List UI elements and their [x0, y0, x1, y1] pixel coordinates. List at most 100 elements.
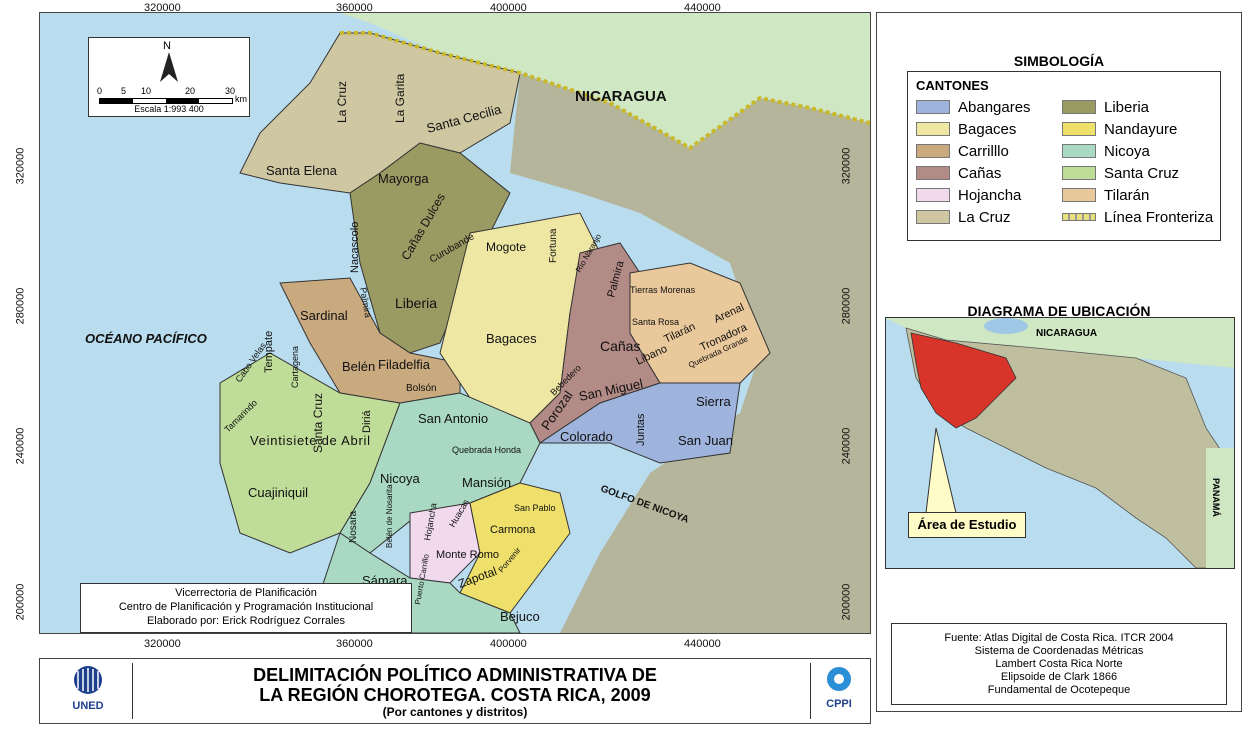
- district-san-antonio: San Antonio: [418, 411, 488, 426]
- legend-item-hojancha: Hojancha: [916, 184, 1031, 206]
- border-line-swatch: [1062, 213, 1096, 221]
- canton-hojancha: [409, 502, 481, 584]
- district-mansion: Mansión: [462, 475, 511, 490]
- district-carmona: Carmona: [490, 524, 536, 536]
- coord-left-4: 200000: [14, 583, 27, 621]
- district-diria: Diriá: [361, 410, 373, 433]
- credit-line-1: Vicerrectoria de Planificación: [175, 587, 317, 599]
- legend-title: SIMBOLOGÍA: [1013, 53, 1105, 69]
- label-pacific: OCÉANO PACÍFICO: [85, 331, 207, 346]
- legend-item-santa-cruz: Santa Cruz: [1062, 162, 1213, 184]
- coord-top-4: 440000: [684, 2, 721, 14]
- legend-item-bagaces: Bagaces: [916, 118, 1031, 140]
- district-cuajiniquil: Cuajiniquil: [248, 485, 308, 500]
- legend-swatch: [916, 122, 950, 136]
- legend-item-liberia: Liberia: [1062, 96, 1213, 118]
- district-juntas: Juntas: [635, 413, 647, 446]
- coord-bottom-4: 440000: [684, 638, 721, 650]
- district-belen: Belén: [342, 359, 375, 374]
- district-nosara: Nosara: [348, 510, 359, 543]
- legend-swatch: [916, 210, 950, 224]
- district-bolson: Bolsón: [406, 383, 437, 394]
- title-bar: UNED DELIMITACIÓN POLÍTICO ADMINISTRATIV…: [39, 658, 871, 724]
- legend-col-right: Liberia Nandayure Nicoya Santa Cruz Tila…: [1062, 96, 1213, 228]
- district-san-pablo: San Pablo: [514, 503, 556, 513]
- credit-line-3: Elaborado por: Erick Rodríguez Corrales: [146, 615, 346, 627]
- location-nicaragua: [886, 318, 1234, 368]
- location-panama-label-p: PANAMÁ: [1211, 478, 1221, 517]
- credit-line-2: Centro de Planificación y Programación I…: [118, 601, 374, 613]
- scale-box: N 0 5 10 20 30 km Escala 1:993 400: [88, 37, 250, 117]
- legend-item-la-cruz: La Cruz: [916, 206, 1031, 228]
- coord-right-2: 280000: [840, 287, 853, 325]
- district-monte-romo: Monte Romo: [436, 549, 499, 561]
- costa-rica-interior: [510, 73, 870, 633]
- legend-box: CANTONES Abangares Bagaces Carrilllo Cañ…: [907, 71, 1221, 241]
- legend-item-abangares: Abangares: [916, 96, 1031, 118]
- border-line: [340, 31, 870, 151]
- label-nicaragua: NICARAGUA: [575, 88, 667, 105]
- district-nicoya: Nicoya: [380, 471, 421, 486]
- district-sardinal: Sardinal: [300, 308, 348, 323]
- location-lake: [984, 318, 1028, 334]
- coord-right-4: 200000: [840, 583, 853, 621]
- scale-text: Escala 1:993 400: [134, 104, 204, 114]
- district-tempate: Tempate: [263, 331, 275, 373]
- legend-swatch: [1062, 188, 1096, 202]
- title-line-2: LA REGIÓN CHOROTEGA. COSTA RICA, 2009: [259, 685, 651, 705]
- legend-item-tilaran: Tilarán: [1062, 184, 1213, 206]
- district-nacascolo: Nacascolo: [349, 222, 361, 273]
- location-nicaragua-label: NICARAGUA: [1036, 328, 1097, 339]
- title-line-3: (Por cantones y distritos): [382, 705, 528, 719]
- coord-right-3: 240000: [840, 427, 853, 465]
- coord-right-1: 320000: [840, 147, 853, 185]
- source-line-2: Sistema de Coordenadas Métricas: [974, 645, 1144, 657]
- district-fortuna: Fortuna: [548, 228, 559, 263]
- district-tierras-morenas: Tierras Morenas: [630, 285, 696, 295]
- coord-bottom-2: 360000: [336, 638, 373, 650]
- cppi-logo-icon: [827, 667, 851, 691]
- source-line-4: Elipsoide de Clark 1866: [1000, 671, 1118, 683]
- scale-bar: [99, 98, 233, 104]
- right-panel: SIMBOLOGÍA CANTONES Abangares Bagaces Ca…: [876, 12, 1242, 712]
- north-arrow-icon: [160, 52, 178, 82]
- location-panama: [1206, 448, 1234, 568]
- location-title: DIAGRAMA DE UBICACIÓN: [967, 303, 1151, 319]
- district-quebrada-honda: Quebrada Honda: [452, 445, 521, 455]
- district-la-garita: La Garita: [393, 73, 407, 123]
- north-label: N: [163, 40, 171, 52]
- coord-left-2: 280000: [14, 287, 27, 325]
- source-line-3: Lambert Costa Rica Norte: [995, 658, 1123, 670]
- district-colorado: Colorado: [560, 429, 613, 444]
- district-bagaces: Bagaces: [486, 331, 537, 346]
- legend-item-canas: Cañas: [916, 162, 1031, 184]
- source-line-1: Fuente: Atlas Digital de Costa Rica. ITC…: [944, 632, 1174, 644]
- uned-logo-icon: [74, 666, 102, 694]
- map-frame: NICARAGUA OCÉANO PACÍFICO GOLFO DE NICOY…: [39, 12, 871, 634]
- district-sierra: Sierra: [696, 394, 731, 409]
- coord-bottom-3: 400000: [490, 638, 527, 650]
- uned-logo: UNED: [44, 663, 133, 719]
- district-liberia: Liberia: [395, 295, 437, 311]
- legend-item-border-line: Línea Fronteriza: [1062, 206, 1213, 228]
- district-bejuco: Bejuco: [500, 609, 540, 624]
- location-study-area: [910, 332, 1017, 429]
- legend-swatch: [916, 100, 950, 114]
- legend-item-nandayure: Nandayure: [1062, 118, 1213, 140]
- legend-item-nicoya: Nicoya: [1062, 140, 1213, 162]
- cppi-logo-text: CPPI: [826, 698, 852, 710]
- legend-swatch: [1062, 100, 1096, 114]
- nicaragua-area: [340, 13, 870, 148]
- title-line-1: DELIMITACIÓN POLÍTICO ADMINISTRATIVA DE: [253, 665, 657, 685]
- district-san-juan: San Juan: [678, 433, 733, 448]
- district-canas: Cañas: [600, 338, 640, 354]
- coord-left-3: 240000: [14, 427, 27, 465]
- district-filadelfia: Filadelfia: [378, 357, 431, 372]
- legend-subtitle: CANTONES: [916, 78, 989, 93]
- district-santa-elena: Santa Elena: [266, 163, 338, 178]
- coord-top-2: 360000: [336, 2, 373, 14]
- district-belen-nosarita: Belén de Nosarita: [385, 484, 394, 548]
- title-text: DELIMITACIÓN POLÍTICO ADMINISTRATIVA DE …: [140, 665, 770, 719]
- scale-unit: km: [235, 94, 247, 104]
- legend-swatch: [1062, 144, 1096, 158]
